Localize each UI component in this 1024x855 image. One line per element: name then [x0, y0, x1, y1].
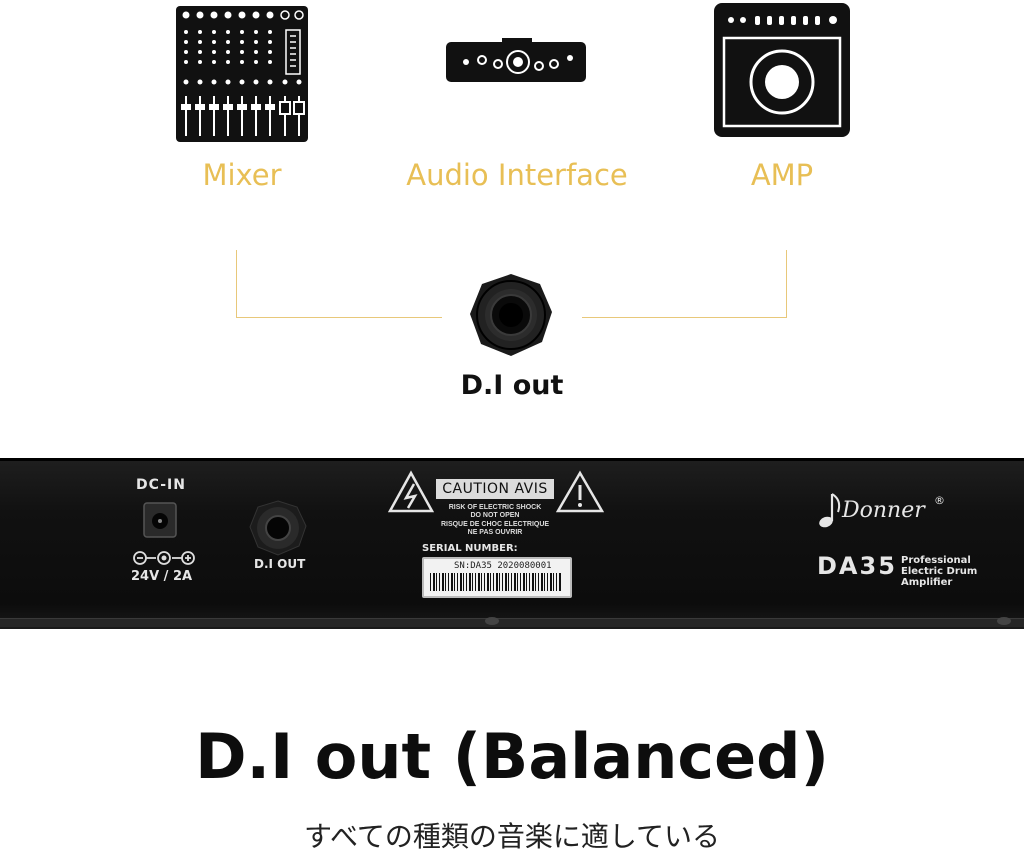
- connector-line-right-horizontal: [582, 317, 787, 318]
- serial-number-value: SN:DA35 2020080001: [454, 561, 552, 571]
- registered-mark: ®: [934, 494, 945, 507]
- brand-logo: Donner: [842, 498, 925, 523]
- warning-line-3: RISQUE DE CHOC ELECTRIQUE: [440, 521, 550, 528]
- music-note-logo-icon: [818, 490, 844, 530]
- exclamation-warning-icon: [555, 470, 605, 514]
- electric-shock-warning-icon: [387, 470, 435, 514]
- warning-line-1: RISK OF ELECTRIC SHOCK: [448, 504, 542, 511]
- jack-label: D.I out: [460, 370, 564, 401]
- connector-line-left-horizontal: [236, 317, 442, 318]
- caution-label: CAUTION AVIS: [436, 479, 554, 499]
- di-out-jack-icon: [249, 500, 307, 556]
- jack-socket-icon: [468, 272, 554, 358]
- headline: D.I out (Balanced): [195, 720, 829, 793]
- model-description-1: Professional: [901, 555, 971, 566]
- screw-icon: [484, 612, 500, 625]
- subline: すべての種類の音楽に適している: [303, 820, 721, 853]
- serial-number-label: SERIAL NUMBER:: [422, 543, 518, 554]
- mixer-icon: [174, 4, 310, 144]
- polarity-icon: [132, 550, 196, 566]
- dc-spec-label: 24V / 2A: [131, 569, 193, 584]
- amp-icon: [713, 2, 851, 138]
- serial-sticker: SN:DA35 2020080001: [422, 557, 572, 598]
- barcode: [430, 573, 562, 591]
- warning-line-4: NE PAS OUVRIR: [467, 529, 523, 536]
- dc-power-socket-icon: [143, 502, 177, 538]
- connector-line-right-vertical: [786, 250, 787, 318]
- di-out-panel-label: D.I OUT: [254, 557, 306, 571]
- connector-line-left-vertical: [236, 250, 237, 318]
- model-description-2: Electric Drum Amplifier: [901, 566, 978, 588]
- audio-interface-label: Audio Interface: [406, 158, 628, 192]
- screw-icon: [996, 612, 1012, 625]
- audio-interface-icon: [446, 38, 586, 84]
- dc-in-label: DC-IN: [136, 477, 186, 493]
- warning-line-2: DO NOT OPEN: [470, 512, 520, 519]
- amp-label: AMP: [750, 158, 814, 192]
- rear-panel-lip: [0, 618, 1024, 627]
- model-name: DA35: [817, 552, 897, 580]
- mixer-label: Mixer: [202, 158, 282, 192]
